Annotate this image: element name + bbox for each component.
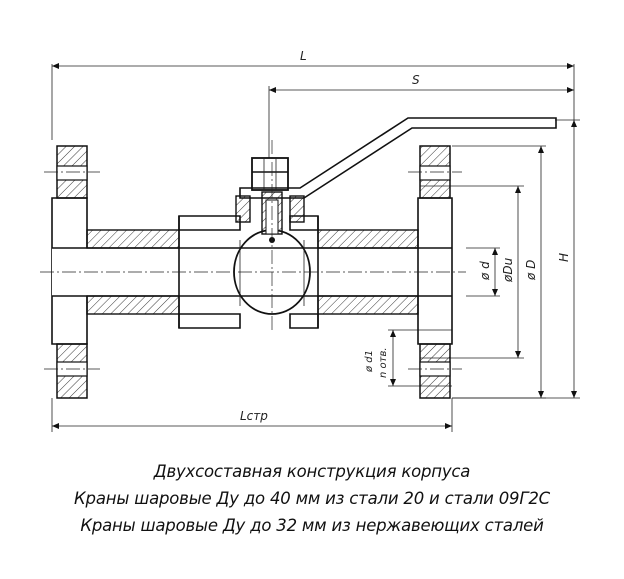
pipe-walls bbox=[86, 229, 419, 315]
label-d: ø d bbox=[478, 261, 492, 281]
label-H: H bbox=[557, 253, 571, 262]
caption-line-2: Краны шаровые Ду до 40 мм из стали 20 и … bbox=[74, 489, 550, 508]
label-D: ø D bbox=[524, 260, 538, 281]
right-flange bbox=[417, 145, 453, 399]
dimension-H: H bbox=[452, 119, 580, 399]
valve-body bbox=[52, 215, 452, 329]
dimension-L: L bbox=[51, 49, 575, 140]
caption-line-3: Краны шаровые Ду до 32 мм из нержавеющих… bbox=[80, 516, 544, 535]
dimension-d: ø d bbox=[466, 247, 500, 297]
label-Du: øDu bbox=[501, 257, 515, 283]
handle-lever bbox=[239, 117, 557, 199]
centerlines bbox=[40, 140, 466, 370]
label-S: S bbox=[412, 73, 420, 87]
valve-drawing: L S H ø D øDu ø d ø d1 n от bbox=[40, 49, 580, 432]
label-Lstr: Lстр bbox=[240, 409, 268, 423]
stem-nut bbox=[251, 157, 289, 191]
dimension-D: ø D bbox=[452, 145, 546, 399]
dimension-S: S bbox=[268, 73, 574, 160]
dimension-Lstr: Lстр bbox=[51, 398, 453, 432]
label-d1: ø d1 bbox=[364, 350, 375, 373]
dimension-Du: øDu bbox=[420, 185, 524, 359]
label-n-holes: n отв. bbox=[378, 347, 389, 378]
label-L: L bbox=[300, 49, 307, 63]
caption-line-1: Двухсоставная конструкция корпуса bbox=[153, 462, 471, 481]
